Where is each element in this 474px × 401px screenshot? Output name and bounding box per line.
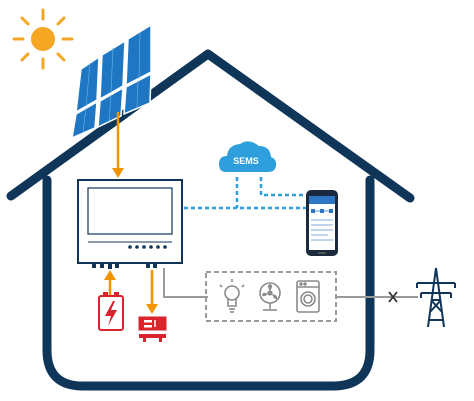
flow-arrowheads <box>104 168 158 314</box>
house-outline <box>6 49 415 391</box>
smartphone-app-icon <box>306 190 338 256</box>
washing-machine-icon <box>296 280 320 313</box>
power-tower-icon <box>416 267 456 328</box>
solar-panel-icon <box>71 23 152 140</box>
battery-icon <box>98 292 124 331</box>
fan-icon <box>259 282 281 311</box>
sun-icon <box>12 8 74 70</box>
ac-load-link <box>163 268 208 298</box>
fridge-icon <box>138 316 167 342</box>
cloud-icon: SEMS <box>219 141 277 172</box>
inverter-icon <box>77 179 183 269</box>
cloud-label: SEMS <box>233 156 259 166</box>
light-bulb-icon <box>219 279 245 313</box>
grid-link <box>336 291 418 303</box>
monitoring-link <box>184 177 306 210</box>
